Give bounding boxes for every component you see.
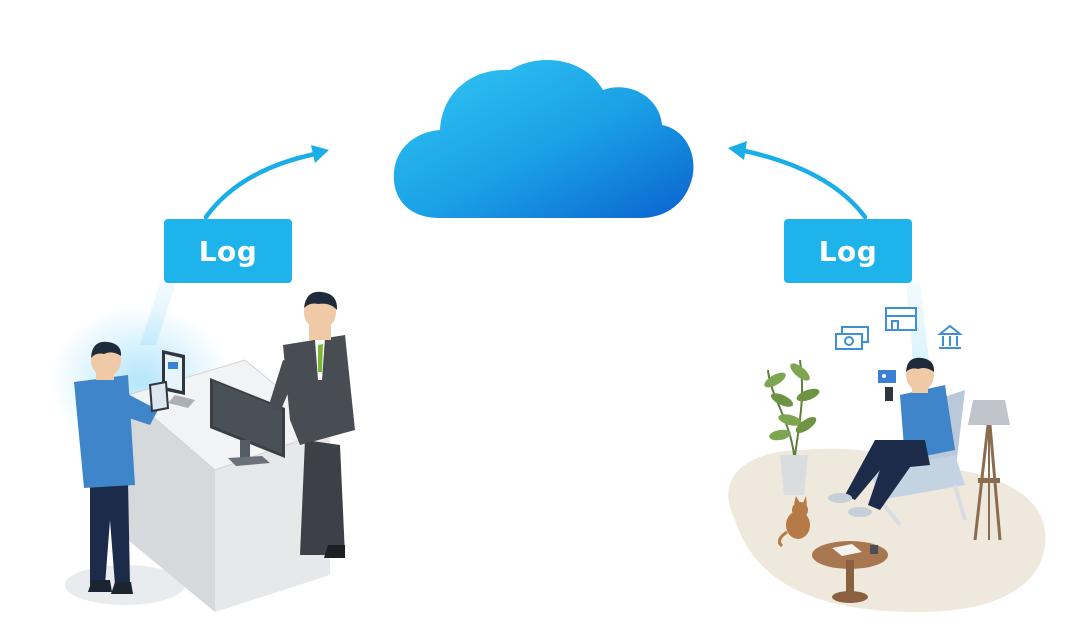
tablet-icon xyxy=(162,350,195,408)
cloud-icon xyxy=(393,59,694,218)
table-icon xyxy=(812,541,888,603)
log-label-right-text: Log xyxy=(818,234,878,268)
person-with-smartphone-icon xyxy=(828,357,955,517)
profile-card-icon xyxy=(878,370,896,383)
monitor-icon xyxy=(210,378,285,466)
in-store-counter-scene xyxy=(50,291,355,612)
arrow-left-to-cloud xyxy=(203,145,329,220)
bank-icon xyxy=(937,324,963,349)
lamp-icon xyxy=(968,400,1010,541)
log-label-left-text: Log xyxy=(198,234,258,268)
rug xyxy=(728,448,1046,612)
person-with-tablet-icon xyxy=(74,341,170,594)
home-living-room-scene xyxy=(728,307,1046,612)
clerk-icon xyxy=(268,291,355,558)
store-icon xyxy=(885,307,917,331)
plant-icon xyxy=(764,359,820,495)
arrow-right-to-cloud xyxy=(728,141,868,220)
log-label-right: Log xyxy=(784,219,912,283)
log-label-left: Log xyxy=(164,219,292,283)
money-icon xyxy=(835,326,869,350)
beam-right xyxy=(906,283,930,370)
cat-icon xyxy=(777,496,810,548)
